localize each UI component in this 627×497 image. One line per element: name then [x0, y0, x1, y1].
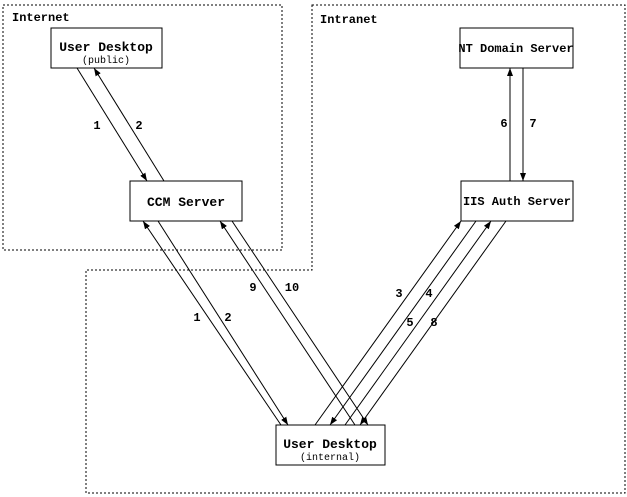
intranet-region-label: Intranet — [320, 13, 378, 27]
edge-2-ccm-to-public-desktop — [93, 67, 165, 182]
flow-label-8: 8 — [430, 316, 437, 330]
user-desktop-public-sublabel: (public) — [82, 55, 130, 67]
edge-4-iis-to-internal-desktop — [329, 220, 477, 426]
internet-region-outline — [2, 4, 283, 251]
user-desktop-internal-sublabel: (internal) — [300, 452, 360, 464]
flow-label-2-public: 2 — [135, 119, 142, 133]
iis-auth-server-label: IIS Auth Server — [463, 195, 571, 209]
flow-label-1-internal: 1 — [193, 311, 200, 325]
edge-10-ccm-to-internal-desktop — [231, 220, 369, 426]
edge-3-internal-desktop-to-iis — [314, 220, 462, 426]
edge-1-public-desktop-to-ccm — [76, 67, 148, 182]
user-desktop-public-box — [50, 27, 163, 69]
edge-5-internal-desktop-to-iis — [344, 220, 492, 426]
nt-domain-server-box — [459, 27, 574, 69]
flow-label-1-public: 1 — [93, 119, 100, 133]
iis-auth-server-box — [460, 180, 574, 222]
flow-label-9: 9 — [249, 281, 256, 295]
edge-2-ccm-to-internal-desktop — [157, 220, 289, 426]
flow-label-4: 4 — [425, 287, 432, 301]
edge-9-internal-desktop-to-ccm — [219, 220, 356, 426]
intranet-region-outline — [85, 4, 626, 494]
user-desktop-internal-label: User Desktop — [283, 437, 377, 452]
internet-region-label: Internet — [12, 11, 70, 25]
ccm-server-label: CCM Server — [147, 195, 225, 210]
flow-label-10: 10 — [285, 281, 299, 295]
flow-label-6: 6 — [500, 117, 507, 131]
edge-1-internal-desktop-to-ccm — [142, 220, 282, 426]
flow-label-3: 3 — [395, 287, 402, 301]
user-desktop-public-label: User Desktop — [59, 40, 153, 55]
ccm-server-box — [129, 180, 243, 222]
nt-domain-server-label: NT Domain Server — [458, 42, 573, 56]
flow-label-2-internal: 2 — [224, 311, 231, 325]
flow-label-7: 7 — [529, 117, 536, 131]
edge-8-iis-to-internal-desktop — [359, 220, 507, 426]
flow-label-5: 5 — [406, 316, 413, 330]
